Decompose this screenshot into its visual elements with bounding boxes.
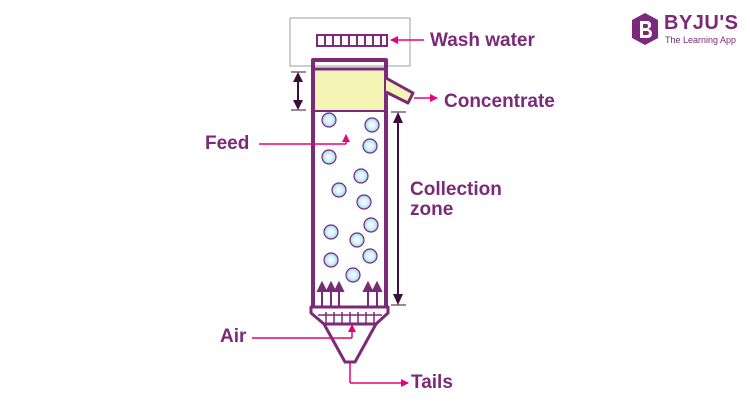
tails-label: Tails xyxy=(411,372,453,393)
air-bubble-icon xyxy=(353,168,369,184)
tails-cone xyxy=(322,323,378,364)
air-bubble-icon xyxy=(345,267,361,283)
feed-label: Feed xyxy=(205,133,250,154)
collection-zone-label: Collection zone xyxy=(410,179,502,220)
byjus-logo: BYJU'S The Learning App xyxy=(630,12,742,48)
froth-height-dimension-icon xyxy=(291,71,306,111)
air-bubble-icon xyxy=(364,117,380,133)
air-bubble-icon xyxy=(362,138,378,154)
froth-zone xyxy=(313,69,386,111)
concentrate-label: Concentrate xyxy=(444,91,555,112)
wash-water-distributor xyxy=(316,34,388,47)
wash-water-label: Wash water xyxy=(430,30,535,51)
collection-zone-dimension-icon xyxy=(391,111,406,306)
air-bubble-icon xyxy=(321,112,337,128)
rising-air-arrows xyxy=(316,280,383,306)
air-bubble-icon xyxy=(362,248,378,264)
air-bubble-icon xyxy=(363,217,379,233)
air-bubble-icon xyxy=(331,182,347,198)
sparger-grid xyxy=(318,312,382,323)
air-bubble-icon xyxy=(323,224,339,240)
air-bubbles xyxy=(321,112,380,283)
logo-tagline: The Learning App xyxy=(665,35,737,45)
air-bubble-icon xyxy=(321,149,337,165)
column-outline xyxy=(311,58,388,308)
air-bubble-icon xyxy=(349,232,365,248)
byjus-b-logo-icon xyxy=(632,13,658,45)
air-label: Air xyxy=(220,326,247,347)
logo-brand-text: BYJU'S xyxy=(664,12,739,34)
air-bubble-icon xyxy=(323,252,339,268)
air-bubble-icon xyxy=(356,194,372,210)
concentrate-spout xyxy=(385,76,415,105)
